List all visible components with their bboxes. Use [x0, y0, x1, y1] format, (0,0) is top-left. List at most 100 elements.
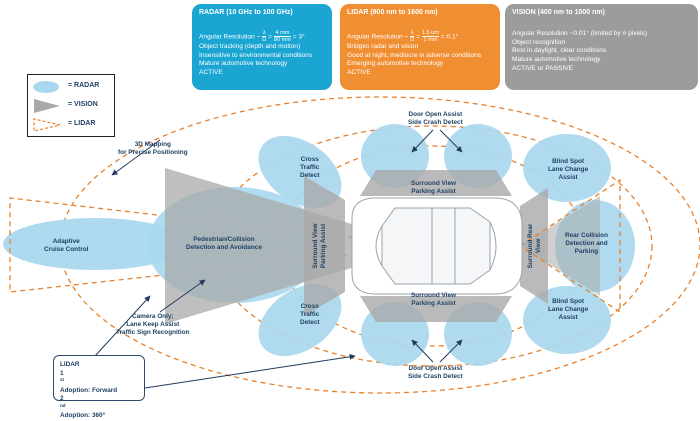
- vision-title: VISION (400 nm to 1000 nm): [512, 9, 605, 16]
- label-line: Blind Spot: [552, 298, 585, 305]
- label-line: View: [535, 238, 542, 254]
- arrow-lidar-360: [144, 353, 356, 389]
- vision-rear-cone: [520, 196, 600, 296]
- label-line: for Precise Positioning: [118, 149, 188, 156]
- label-line: Detection and: [565, 240, 608, 247]
- label-line: Traffic Sign Recognition: [116, 329, 190, 336]
- lidar-frac1-den: D: [410, 36, 415, 43]
- arrow-door-top-right: [439, 129, 463, 153]
- radar-line: Object tracking (depth and motion): [199, 42, 301, 50]
- label-line: Parking Assist: [411, 300, 456, 307]
- label-line: Camera Only;: [131, 313, 174, 320]
- vision-resolution: Angular Resolution ~0.01° (limited by # …: [512, 29, 648, 37]
- legend-lidar-label: = LIDAR: [68, 120, 96, 127]
- label-surround-front: Surround View Parking Assist: [312, 216, 328, 276]
- lidar-swatch-icon: [33, 118, 61, 132]
- label-line: Traffic: [300, 311, 320, 318]
- label-cross-traffic-top: Cross Traffic Detect: [300, 156, 320, 180]
- lidar-line: Bridges radar and vision: [347, 42, 419, 50]
- legend-vision: = VISION: [32, 99, 112, 113]
- radar-blind-spot-top: [523, 134, 611, 202]
- ordinal-suffix: nd: [60, 402, 66, 408]
- vision-info-box: VISION (400 nm to 1000 nm) Angular Resol…: [505, 4, 698, 90]
- legend-radar: = RADAR: [32, 80, 112, 94]
- label-line: Lane Change: [548, 306, 589, 313]
- radar-info-box: RADAR (10 GHz to 100 GHz) Angular Resolu…: [192, 4, 332, 90]
- radar-res-suffix: = 3°: [292, 33, 305, 41]
- ordinal-number: 2: [60, 395, 64, 402]
- label-line: Surround View: [411, 292, 456, 299]
- lidar-line: ACTIVE: [347, 69, 371, 77]
- ordinal-number: 1: [60, 369, 64, 377]
- label-surround-bottom: Surround View Parking Assist: [411, 292, 456, 308]
- arrow-lidar-forward: [94, 295, 151, 357]
- radar-frac2-den: 80 mm: [273, 36, 291, 43]
- label-line: Cross: [300, 156, 319, 163]
- legend-vision-label: = VISION: [68, 101, 98, 108]
- arrow-door-bottom-right: [439, 339, 463, 363]
- lidar-frac2-num: 1.5 um: [421, 29, 439, 37]
- label-line: Blind Spot: [552, 158, 585, 165]
- radar-res-eq: =: [268, 33, 272, 41]
- lidar-frac1-num: λ: [410, 29, 415, 37]
- adoption-text: Adoption: Forward: [60, 386, 118, 394]
- vision-surround-front: [304, 176, 345, 316]
- label-line: Parking Assist: [320, 223, 327, 269]
- legend-radar-label: = RADAR: [68, 82, 100, 89]
- radar-line: Insensitive to environmental conditions: [199, 51, 313, 59]
- lidar-line: Emerging automotive technology: [347, 60, 444, 68]
- label-line: Surround View: [312, 223, 319, 269]
- label-line: Door Open Assist: [408, 111, 463, 118]
- label-blind-spot-top: Blind Spot Lane Change Assist: [548, 158, 588, 182]
- label-line: Traffic: [300, 164, 320, 171]
- radar-frac1-num: λ: [262, 29, 267, 37]
- label-door-top: Door Open Assist Side Crash Detect: [408, 111, 463, 127]
- label-line: Door Open Assist: [408, 365, 463, 372]
- label-line: Cruise Control: [44, 246, 89, 253]
- ordinal-suffix: st: [60, 377, 65, 382]
- adoption-text: Adoption: 360°: [60, 412, 106, 419]
- radar-title: RADAR (10 GHz to 100 GHz): [199, 9, 293, 16]
- label-line: Rear Collision: [565, 232, 608, 239]
- arrow-camera: [159, 279, 206, 313]
- label-line: Surround View: [411, 180, 456, 187]
- lidar-mid-range: [211, 125, 653, 367]
- vision-line: Best in daylight, clear conditions: [512, 47, 607, 55]
- label-blind-spot-bottom: Blind Spot Lane Change Assist: [548, 298, 588, 322]
- radar-res-prefix: Angular Resolution ~: [199, 33, 261, 41]
- label-line: Pedestrian/Collision: [193, 236, 255, 243]
- legend-lidar: = LIDAR: [32, 118, 112, 132]
- label-adaptive-cruise: Adaptive Cruise Control: [44, 238, 88, 254]
- label-line: Assist: [558, 314, 578, 321]
- vision-surround-bottom: [360, 296, 512, 322]
- vision-forward-cone: [165, 168, 425, 324]
- label-line: Assist: [558, 174, 578, 181]
- vision-line: ACTIVE or PASSIVE: [512, 64, 574, 72]
- arrow-mapping: [111, 139, 161, 176]
- radar-swatch-icon: [33, 81, 59, 93]
- arrow-door-top-left: [411, 129, 434, 153]
- radar-frac2-num: 4 mm: [273, 29, 291, 37]
- label-line: Parking Assist: [411, 188, 456, 195]
- lidar-res-prefix: Angular Resolution ~: [347, 33, 409, 41]
- lidar-callout-title: LIDAR: [60, 361, 80, 368]
- label-surround-top: Surround View Parking Assist: [411, 180, 456, 196]
- label-pedestrian: Pedestrian/Collision Detection and Avoid…: [186, 236, 262, 252]
- label-line: 3D Mapping: [134, 141, 171, 148]
- label-line: Lane Change: [548, 166, 589, 173]
- label-line: Side Crash Detect: [408, 373, 463, 380]
- vision-surround-top: [360, 170, 512, 196]
- label-rear-collision: Rear Collision Detection and Parking: [565, 232, 608, 256]
- legend: = RADAR = VISION = LIDAR: [27, 74, 115, 137]
- lidar-title: LIDAR (900 nm to 1600 nm): [347, 9, 438, 16]
- label-line: Parking: [574, 248, 599, 255]
- label-line: Lane Keep Assist: [126, 321, 180, 328]
- lidar-line: Good at night, mediocre in adverse condi…: [347, 51, 482, 59]
- lidar-res-suffix: = 0.1°: [440, 33, 459, 41]
- sensor-coverage-drawing: [3, 96, 700, 394]
